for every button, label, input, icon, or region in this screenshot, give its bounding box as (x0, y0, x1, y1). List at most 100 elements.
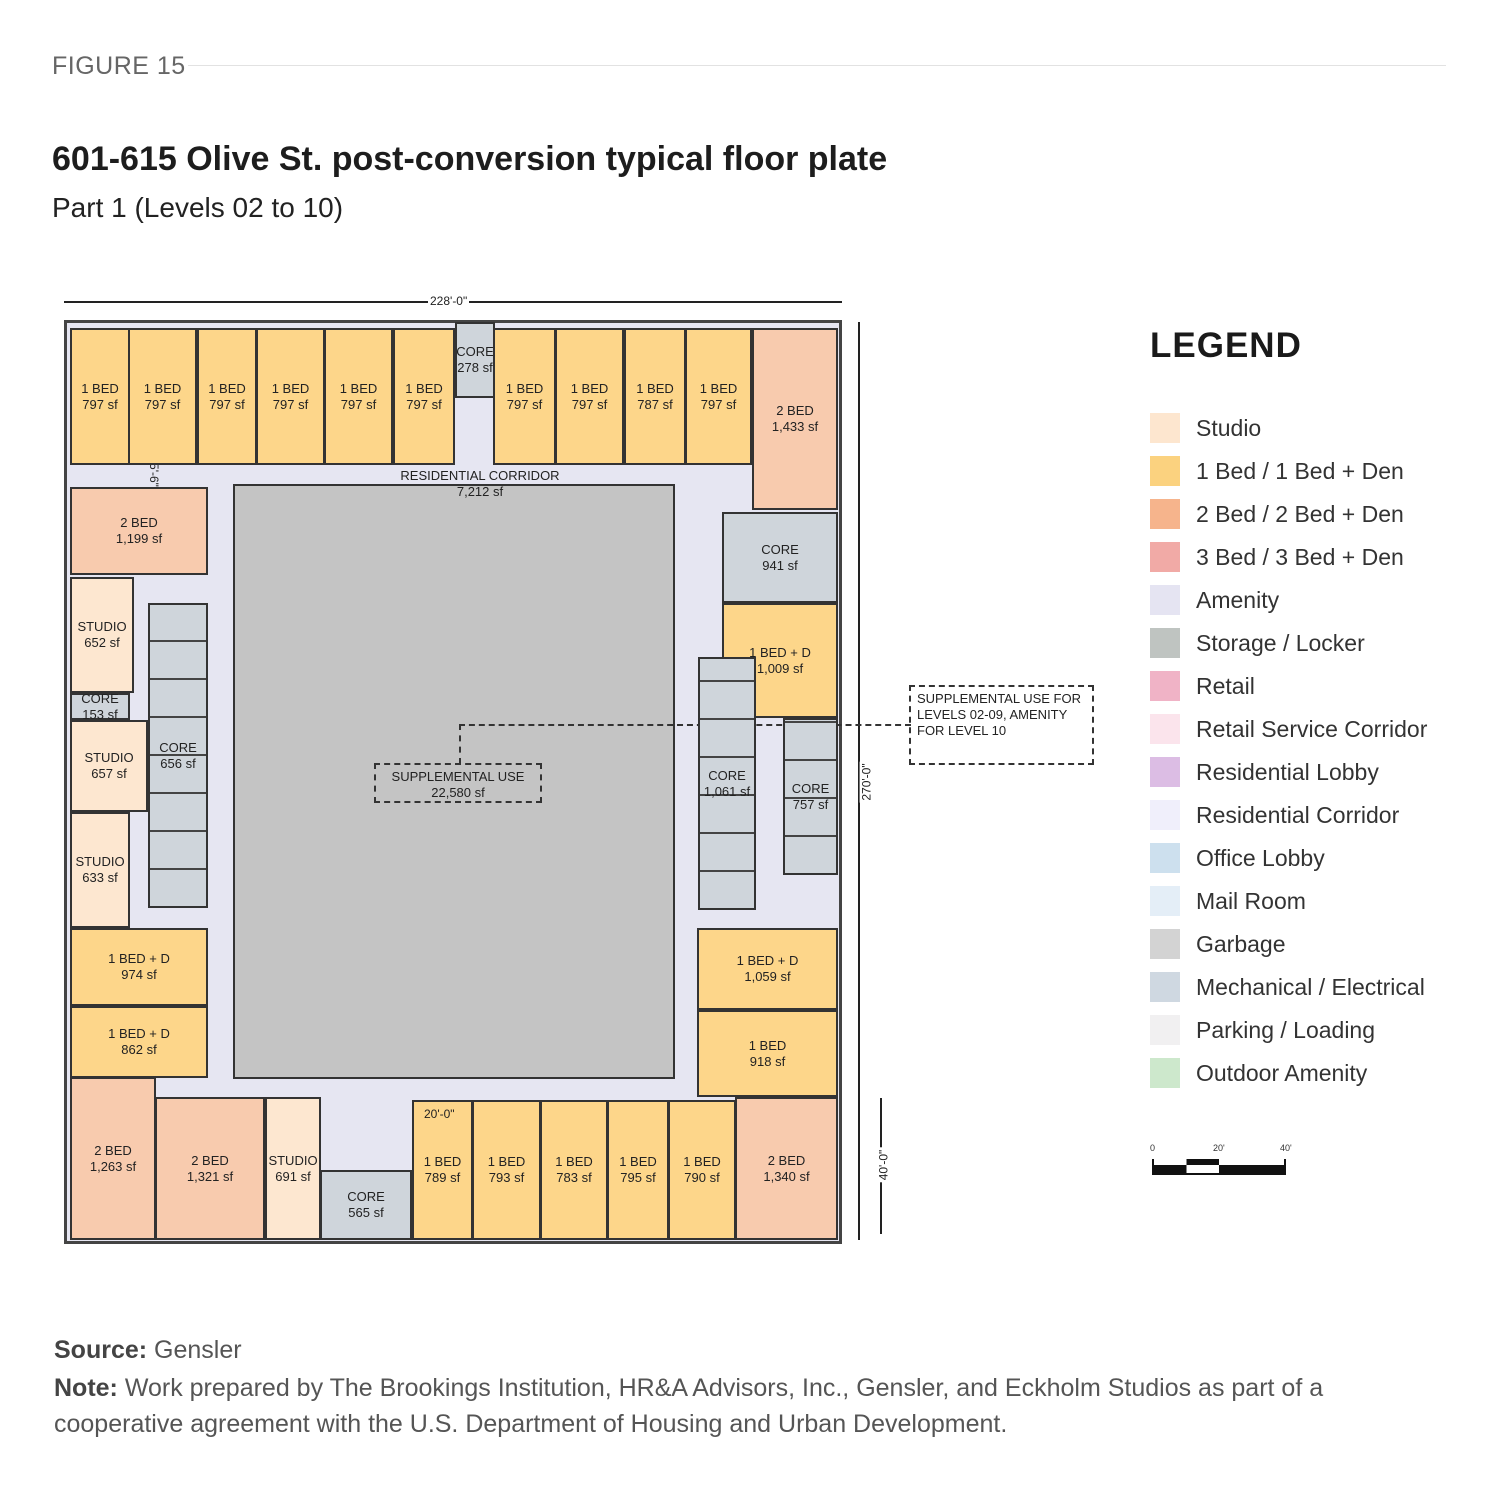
page-title: 601-615 Olive St. post-conversion typica… (52, 140, 888, 178)
room-name: 1 BED (683, 1154, 721, 1169)
legend-label: Garbage (1196, 930, 1286, 957)
legend-item: Residential Corridor (1150, 800, 1399, 830)
supplemental-use-label: SUPPLEMENTAL USE 22,580 sf (374, 763, 542, 803)
room-area: 1,321 sf (186, 1168, 234, 1184)
room-area: 1,059 sf (744, 969, 791, 984)
legend-swatch (1150, 456, 1180, 486)
room-name: 1 BED (505, 380, 544, 396)
scale-label-40: 40' (1280, 1143, 1292, 1153)
legend-label: Residential Lobby (1196, 758, 1379, 785)
room-area: 757 sf (792, 796, 829, 812)
room-area: 789 sf (424, 1170, 461, 1185)
legend-label: Mail Room (1196, 887, 1306, 914)
room-name: 1 BED (555, 1154, 593, 1169)
room-name: CORE (159, 739, 197, 755)
room-name: CORE (347, 1189, 385, 1204)
legend-item: Parking / Loading (1150, 1015, 1375, 1045)
legend-item: 3 Bed / 3 Bed + Den (1150, 542, 1404, 572)
room-name: STUDIO (77, 619, 127, 634)
room-name: 1 BED (271, 380, 310, 396)
legend-swatch (1150, 843, 1180, 873)
legend-swatch (1150, 671, 1180, 701)
room-area: 797 sf (82, 396, 118, 412)
bay-depth-dimension-label: 40'-0" (876, 1147, 891, 1183)
room-name: 1 BED + D (749, 644, 811, 660)
source-label: Source: (54, 1336, 148, 1364)
legend-item: 1 Bed / 1 Bed + Den (1150, 456, 1404, 486)
room-area: 656 sf (160, 755, 196, 771)
room-area: 565 sf (348, 1205, 384, 1220)
legend-label: 1 Bed / 1 Bed + Den (1196, 457, 1404, 484)
room-area: 797 sf (571, 396, 608, 412)
legend-item: Storage / Locker (1150, 628, 1365, 658)
supplemental-name: SUPPLEMENTAL USE (391, 769, 525, 784)
legend-item: Retail (1150, 671, 1255, 701)
legend-label: Parking / Loading (1196, 1016, 1376, 1043)
room-area: 974 sf (121, 967, 157, 982)
room-area: 795 sf (620, 1170, 656, 1185)
room-name: CORE (761, 541, 799, 557)
room-area: 793 sf (488, 1170, 525, 1185)
room-area: 1,340 sf (763, 1168, 810, 1184)
room-area: 1,009 sf (756, 660, 804, 676)
legend-item: Residential Lobby (1150, 757, 1379, 787)
legend-swatch (1150, 542, 1180, 572)
legend-swatch (1150, 413, 1180, 443)
legend-label: Mechanical / Electrical (1196, 973, 1425, 1000)
note-text: Work prepared by The Brookings Instituti… (54, 1374, 1324, 1438)
source-line: Source: Gensler (54, 1332, 1454, 1368)
legend-item: Studio (1150, 413, 1261, 443)
legend-swatch (1150, 628, 1180, 658)
room-name: 1 BED + D (108, 1026, 170, 1041)
supplemental-use-area (233, 484, 675, 1079)
legend-item: Office Lobby (1150, 843, 1325, 873)
legend-item: Mail Room (1150, 886, 1306, 916)
room-area: 652 sf (84, 635, 120, 650)
legend-swatch (1150, 714, 1180, 744)
figure-label: FIGURE 15 (52, 52, 186, 80)
room-name: 1 BED (143, 380, 182, 396)
room-name: 1 BED (636, 380, 674, 396)
room-area: 1,433 sf (771, 419, 819, 434)
room-area: 797 sf (506, 396, 543, 412)
height-dimension-line (858, 322, 860, 1240)
room-name: 2 BED (767, 1152, 806, 1168)
room-name: CORE (81, 690, 119, 706)
page-subtitle: Part 1 (Levels 02 to 10) (52, 192, 344, 223)
legend-label: Studio (1196, 414, 1262, 441)
room-name: CORE (708, 767, 746, 783)
room-area: 787 sf (637, 396, 673, 412)
legend-label: Outdoor Amenity (1196, 1059, 1368, 1086)
room-name: 1 BED (487, 1154, 526, 1169)
room-name: 1 BED (748, 1037, 787, 1053)
room-area: 1,199 sf (115, 531, 163, 546)
legend-label: Office Lobby (1196, 844, 1325, 871)
corridor-area: 7,212 sf (456, 484, 504, 499)
room-name: 1 BED (81, 380, 119, 396)
legend-label: Retail (1196, 672, 1255, 699)
room-area: 797 sf (406, 396, 442, 412)
legend-title: LEGEND (1150, 326, 1302, 365)
room-area: 783 sf (556, 1170, 592, 1185)
corridor-width-label: 5'-6" (146, 463, 161, 487)
legend-item: Mechanical / Electrical (1150, 972, 1425, 1002)
